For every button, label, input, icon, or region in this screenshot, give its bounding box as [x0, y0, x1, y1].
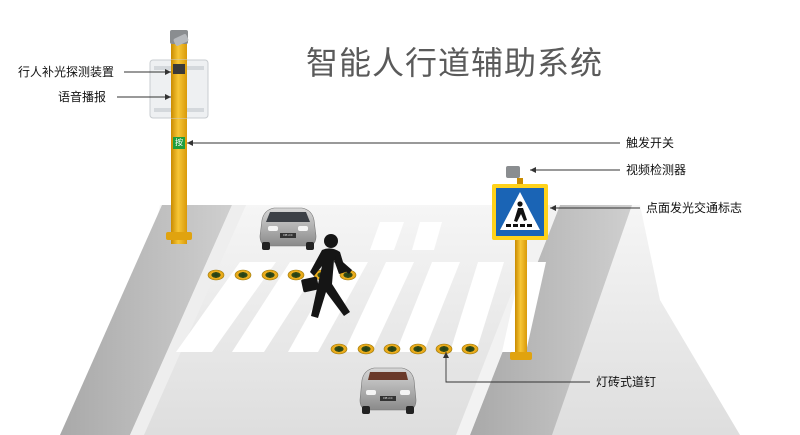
- label-traffic-sign: 点面发光交通标志: [646, 201, 743, 215]
- road-studs-bottom: [330, 343, 479, 355]
- trigger-button-panel: [173, 137, 185, 149]
- road-stud: [287, 269, 305, 281]
- car-plate-bottom: DE-CC 2016: [383, 396, 393, 400]
- zebra-crossing: [176, 222, 546, 352]
- left-sidewalk: [60, 205, 232, 435]
- label-supplement-light: 行人补光探测装置: [18, 65, 115, 79]
- pedestrian: [301, 234, 352, 318]
- pole-button-text: 按: [175, 138, 183, 147]
- road-stud: [383, 343, 401, 355]
- label-trigger-switch: 触发开关: [626, 136, 675, 150]
- road-stud: [261, 269, 279, 281]
- leader-lines: [117, 71, 640, 383]
- road-stud: [234, 269, 252, 281]
- left-pole: [149, 30, 209, 244]
- label-voice-broadcast: 语音播报: [58, 90, 107, 104]
- car-top: [259, 207, 317, 250]
- road-stud: [207, 269, 225, 281]
- label-video-detector: 视频检测器: [626, 163, 687, 177]
- road-stud: [409, 343, 427, 355]
- road-stud: [461, 343, 479, 355]
- car-plate-top: DE-CC 2016: [283, 233, 293, 237]
- right-pole: [492, 166, 548, 360]
- road-stud: [435, 343, 453, 355]
- car-bottom: [359, 367, 417, 414]
- right-sidewalk: [470, 205, 632, 435]
- road-stud: [330, 343, 348, 355]
- page-title: 智能人行道辅助系统: [306, 44, 604, 82]
- label-road-stud: 灯砖式道钉: [596, 375, 657, 389]
- road-stud: [357, 343, 375, 355]
